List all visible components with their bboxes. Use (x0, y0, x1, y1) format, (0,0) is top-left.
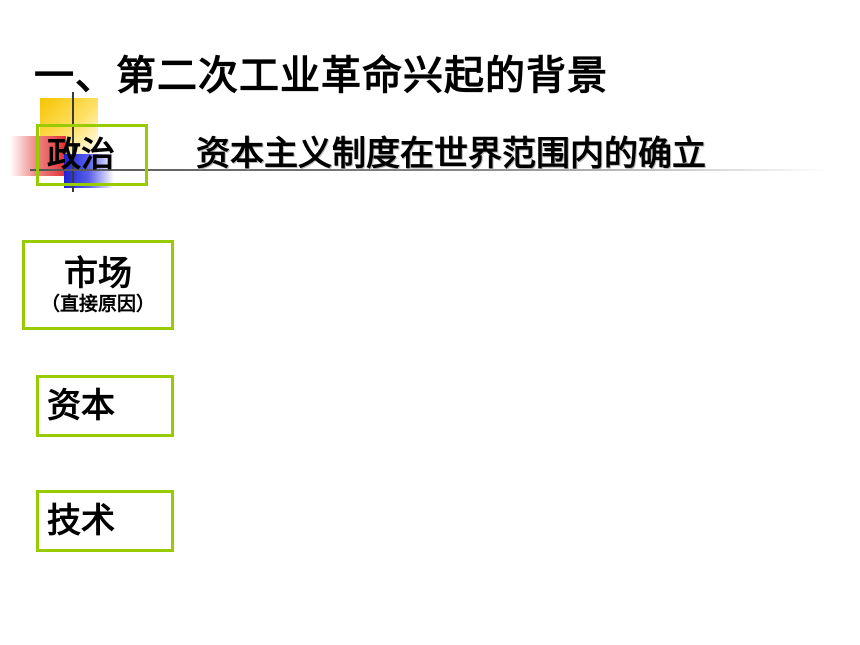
market-box: 市场 （直接原因） (22, 240, 174, 330)
politics-box: 政治 (36, 124, 148, 186)
decorative-vertical-line (72, 92, 74, 192)
technology-label: 技术 (47, 501, 115, 541)
decorative-horizontal-line (30, 169, 830, 171)
politics-description: 资本主义制度在世界范围内的确立 (196, 134, 706, 174)
capital-label: 资本 (47, 386, 115, 426)
technology-box: 技术 (36, 490, 174, 552)
market-label: 市场 (64, 254, 132, 294)
slide-title: 一、第二次工业革命兴起的背景 (34, 53, 608, 99)
market-sublabel: （直接原因） (40, 293, 155, 315)
politics-label: 政治 (47, 135, 115, 175)
capital-box: 资本 (36, 375, 174, 437)
